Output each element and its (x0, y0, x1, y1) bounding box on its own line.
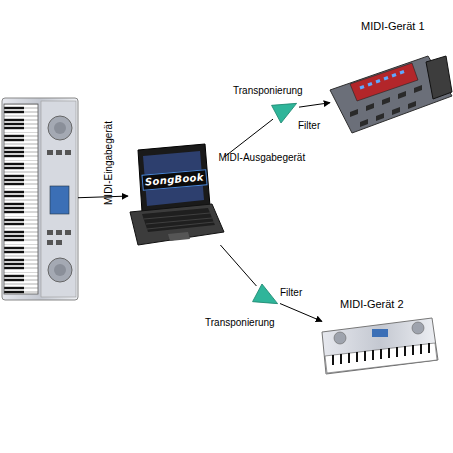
speaker (334, 332, 346, 344)
display (372, 329, 388, 337)
edge-label: Transponierung (205, 317, 275, 329)
device-label: MIDI-Eingabegerät (103, 121, 115, 205)
device-heading: MIDI-Gerät 1 (361, 20, 425, 33)
midi-line (224, 119, 273, 157)
effects-unit-body (330, 56, 452, 133)
midi-device: MIDI-Gerät 1 (330, 55, 452, 133)
footswitches (350, 85, 422, 127)
trackpad (168, 232, 190, 241)
midi-arrow (299, 103, 330, 107)
keyboard-keys (4, 104, 38, 294)
filter-triangle-shape (272, 95, 302, 123)
device-heading: MIDI-Gerät 2 (340, 298, 404, 311)
filter-label: Filter (280, 287, 302, 299)
midi-line (220, 245, 256, 286)
edge-label: Transponierung (233, 85, 303, 97)
keyboard-body (2, 98, 78, 300)
effects-display (350, 63, 418, 101)
device-label: MIDI-Ausgabegerät (219, 152, 306, 164)
speaker (412, 322, 424, 334)
control-panel (41, 101, 76, 297)
software-logo: SongBook (141, 169, 207, 191)
speaker (48, 258, 72, 282)
filter-triangle-shape (253, 284, 283, 312)
filter-triangle: Filter (254, 286, 280, 310)
display (50, 186, 69, 214)
laptop-screen-bezel (138, 144, 210, 212)
effects-unit-illustration (330, 56, 452, 133)
midi-device: MIDI-Gerät 2 (322, 318, 438, 374)
midi-arrow (280, 304, 322, 322)
keyboard-body (322, 318, 438, 374)
laptop-illustration (130, 144, 224, 245)
laptop: SongBookMIDI-Ausgabegerät (128, 144, 224, 245)
laptop-keyboard (142, 208, 215, 232)
expression-pedal (426, 56, 452, 99)
black-keys (333, 343, 429, 365)
keyboard-keys (325, 343, 437, 373)
input-keyboard: MIDI-Eingabegerät (2, 98, 78, 300)
display-bars (360, 72, 404, 89)
output-keyboard-illustration (322, 318, 438, 374)
laptop-base (130, 204, 224, 245)
input-keyboard-illustration (2, 98, 78, 300)
speaker-cone (54, 264, 66, 276)
panel-buttons (47, 150, 71, 245)
filter-triangle: Filter (273, 97, 299, 121)
filter-shape (254, 286, 280, 310)
speaker-cone (54, 122, 66, 134)
speaker (48, 116, 72, 140)
filter-label: Filter (298, 120, 320, 132)
filter-shape (273, 97, 299, 121)
laptop-key-rows (144, 213, 214, 229)
